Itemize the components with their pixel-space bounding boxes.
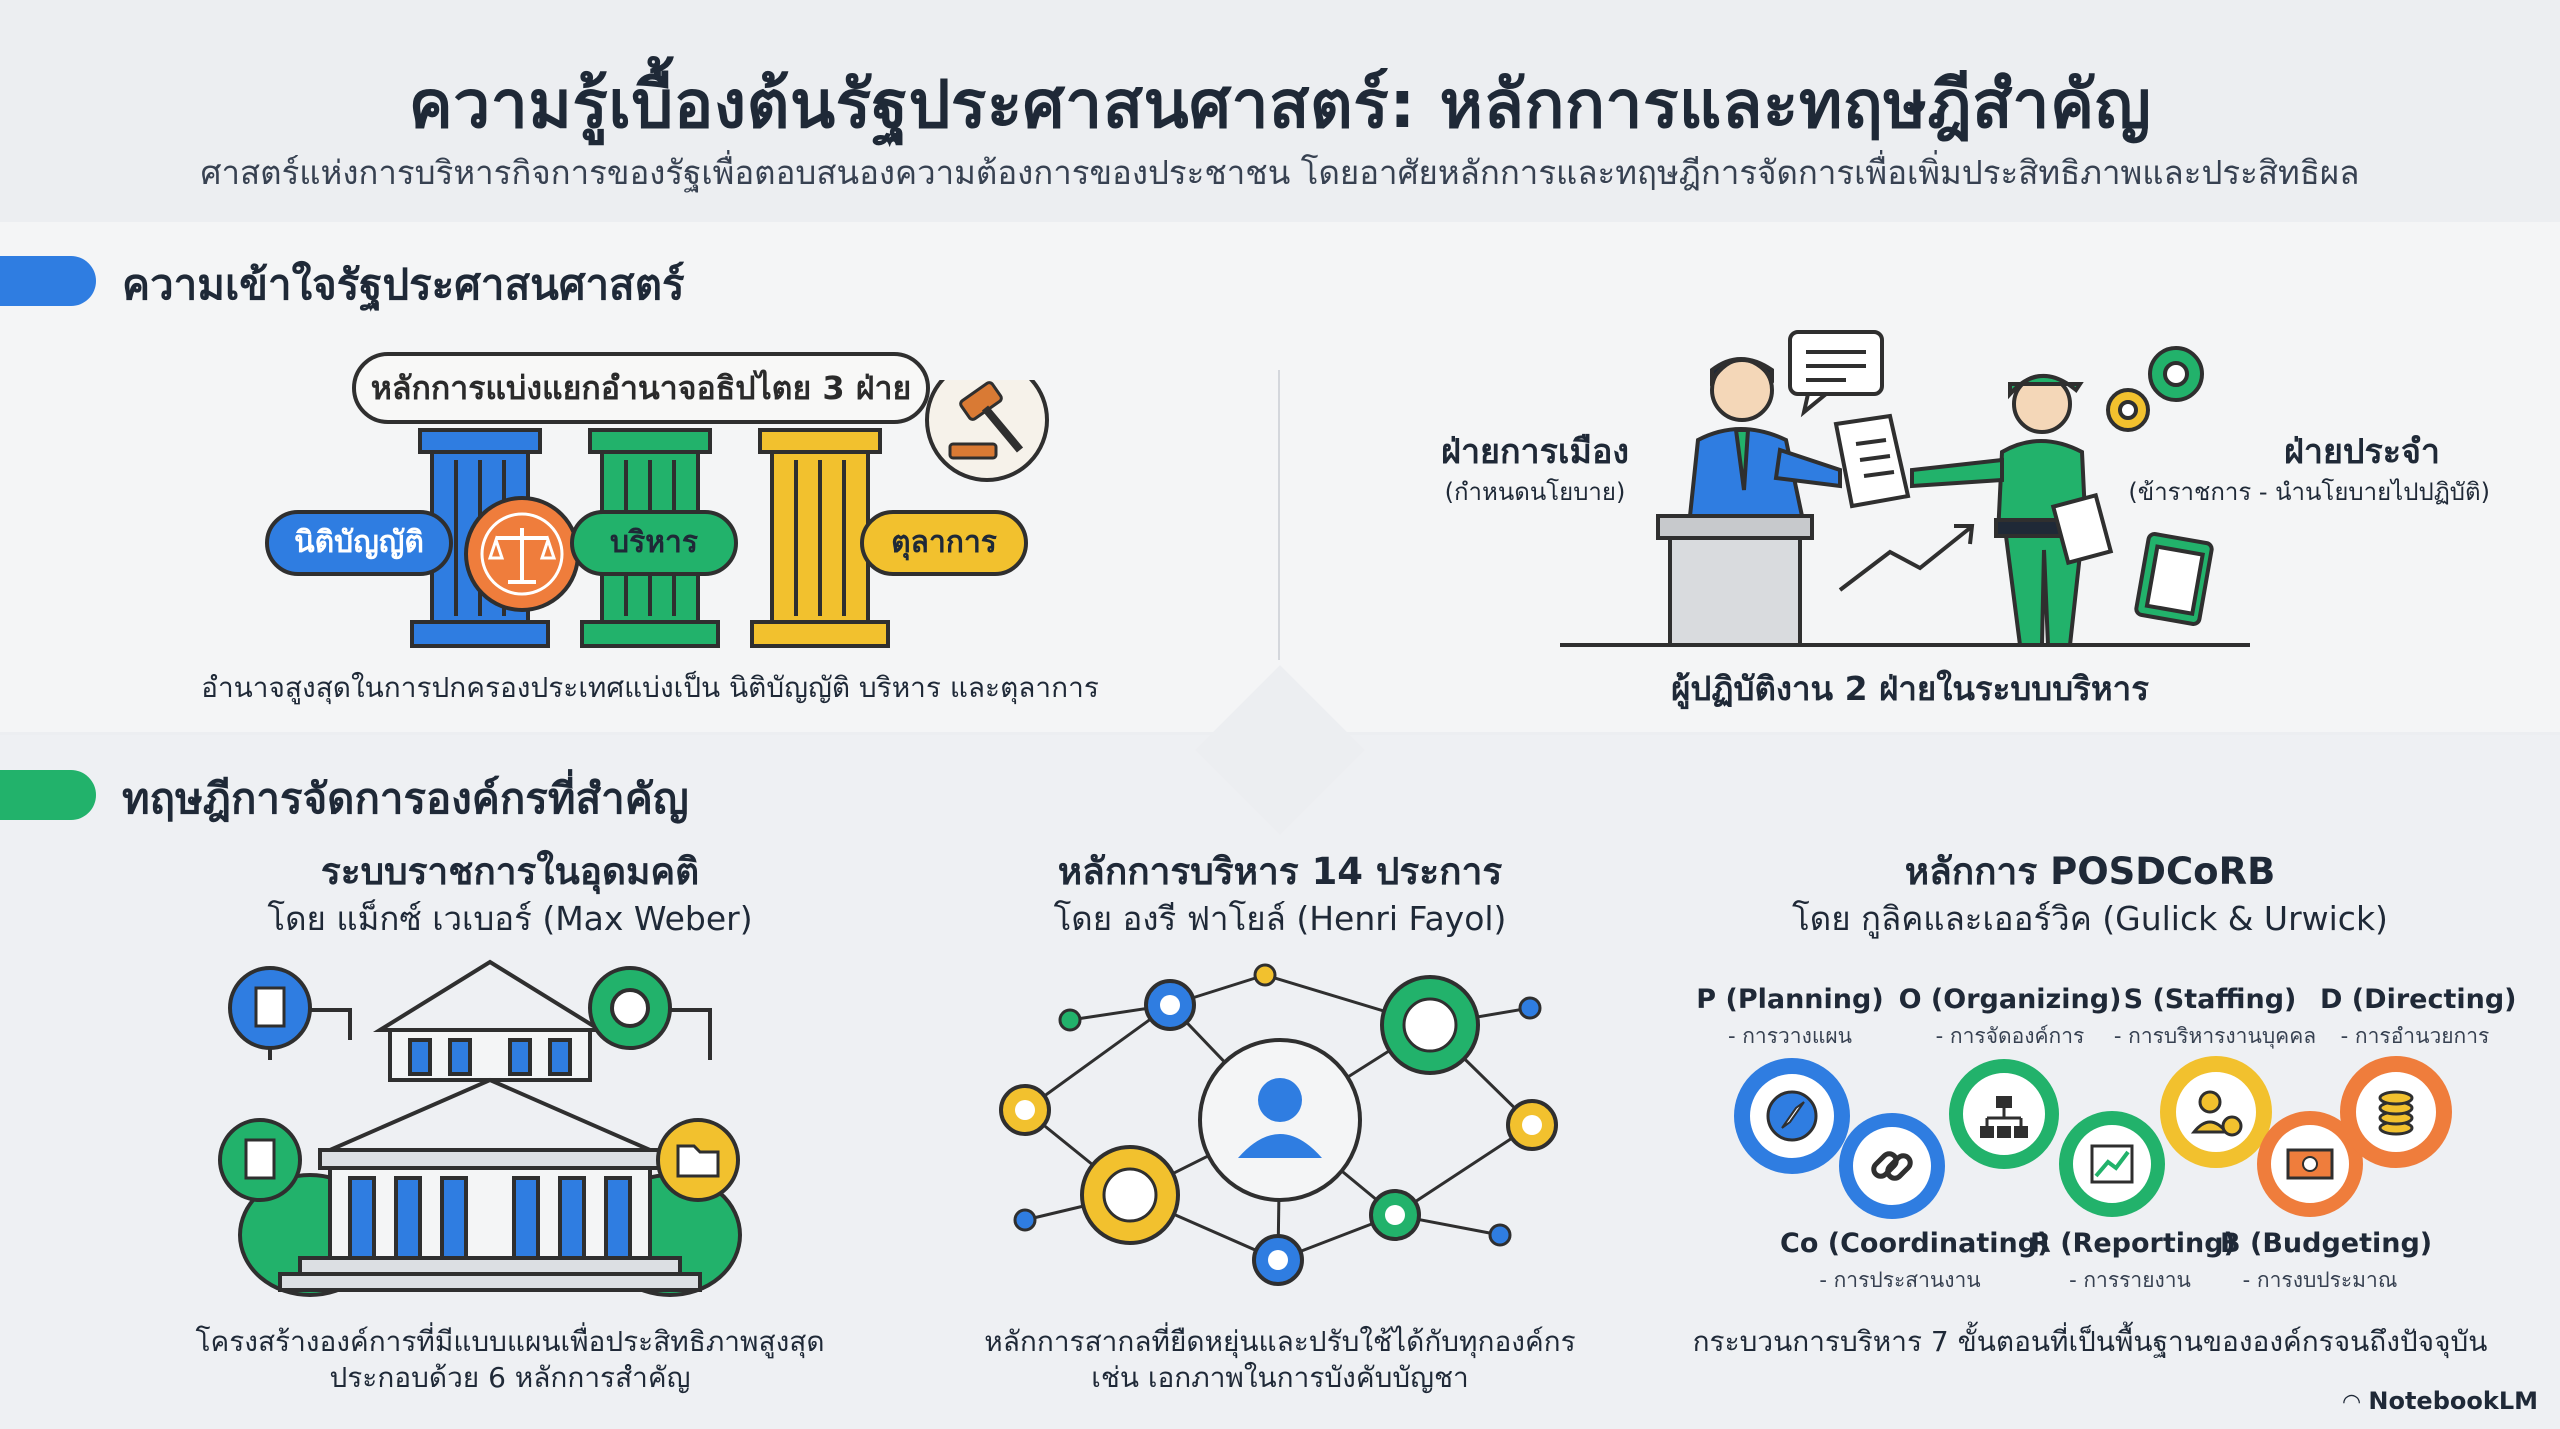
permanent-sub: (ข้าราชการ - นำนโยบายไปปฏิบัติ) bbox=[2128, 478, 2490, 506]
posdcorb-desc-s: - การบริหารงานบุคคล bbox=[2113, 1024, 2317, 1048]
posdcorb-label-p: P (Planning) bbox=[1696, 984, 1884, 1015]
fayol-title: หลักการบริหาร 14 ประการ bbox=[1057, 850, 1503, 893]
gear-icon bbox=[1380, 975, 1480, 1075]
weber-caption-1: โครงสร้างองค์การที่มีแบบแผนเพื่อประสิทธิ… bbox=[195, 1325, 825, 1358]
posdcorb-desc-r: - การรายงาน bbox=[2069, 1268, 2191, 1292]
posdcorb-title: หลักการ POSDCoRB bbox=[1904, 850, 2276, 893]
politician-figure bbox=[1687, 357, 1842, 518]
posdcorb-desc-b: - การงบประมาณ bbox=[2242, 1268, 2398, 1292]
document-icon bbox=[228, 966, 312, 1050]
page-title: ความรู้เบื้องต้นรัฐประศาสนศาสตร์: หลักกา… bbox=[408, 66, 2152, 143]
posdcorb-desc-co: - การประสานงาน bbox=[1819, 1268, 1981, 1292]
officials-illustration bbox=[1560, 330, 2250, 647]
political-title: ฝ่ายการเมือง bbox=[1441, 432, 1629, 472]
posdcorb-label-o: O (Organizing) bbox=[1898, 984, 2122, 1015]
staff-money-icon bbox=[2160, 1056, 2272, 1168]
folder-icon bbox=[656, 1118, 740, 1202]
coins-icon bbox=[2340, 1056, 2452, 1168]
fayol-subtitle: โดย องรี ฟาโยล์ (Henri Fayol) bbox=[1053, 899, 1507, 938]
speech-bubble-icon bbox=[1788, 330, 1884, 418]
section2-accent-bar bbox=[0, 770, 96, 820]
gear-icon bbox=[2106, 388, 2150, 432]
separation-banner: หลักการแบ่งแยกอำนาจอธิปไตย 3 ฝ่าย bbox=[352, 352, 930, 424]
weber-title: ระบบราชการในอุดมคติ bbox=[320, 850, 700, 893]
notebooklm-icon: ◠ bbox=[2343, 1390, 2361, 1415]
brand-logo: ◠ NotebookLM bbox=[2343, 1387, 2538, 1415]
gear-icon bbox=[588, 966, 672, 1050]
gear-icon bbox=[1080, 1145, 1180, 1245]
posdcorb-rings bbox=[1734, 1056, 2452, 1219]
bureaucracy-illustration bbox=[218, 959, 742, 1297]
section1-divider bbox=[1278, 370, 1280, 660]
executive-label: บริหาร bbox=[570, 510, 738, 576]
civil-servant-figure bbox=[1910, 374, 2114, 647]
posdcorb-label-d: D (Directing) bbox=[2320, 984, 2517, 1015]
gear-icon bbox=[999, 1084, 1051, 1136]
banknote-icon bbox=[2257, 1111, 2363, 1217]
posdcorb-caption: กระบวนการบริหาร 7 ขั้นตอนที่เป็นพื้นฐานข… bbox=[1692, 1325, 2488, 1358]
posdcorb-label-r: R (Reporting) bbox=[2030, 1228, 2236, 1259]
fayol-caption-2: เช่น เอกภาพในการบังคับบัญชา bbox=[1091, 1361, 1469, 1394]
gavel-icon bbox=[925, 380, 1049, 482]
section2-title: ทฤษฎีการจัดการองค์กรที่สำคัญ bbox=[122, 774, 689, 823]
document-icon bbox=[1833, 413, 1911, 509]
gear-icon bbox=[1252, 1234, 1304, 1286]
gear-icon bbox=[2148, 346, 2204, 402]
fayol-network-illustration bbox=[999, 963, 1558, 1286]
clipboard-icon bbox=[2134, 532, 2214, 626]
brand-label: NotebookLM bbox=[2368, 1387, 2538, 1415]
section1-title: ความเข้าใจรัฐประศาสนศาสตร์ bbox=[122, 260, 685, 309]
page-subtitle: ศาสตร์แห่งการบริหารกิจการของรัฐเพื่อตอบส… bbox=[200, 153, 2360, 192]
separation-caption: อำนาจสูงสุดในการปกครองประเทศแบ่งเป็น นิต… bbox=[201, 671, 1099, 704]
posdcorb-desc-o: - การจัดองค์การ bbox=[1935, 1024, 2085, 1048]
file-icon bbox=[218, 1118, 302, 1202]
gear-icon bbox=[1369, 1189, 1421, 1241]
legislative-label: นิติบัญญัติ bbox=[265, 510, 453, 576]
section1-accent-bar bbox=[0, 256, 96, 306]
posdcorb-desc-d: - การอำนวยการ bbox=[2340, 1024, 2490, 1048]
judicial-label: ตุลาการ bbox=[860, 510, 1028, 576]
person-icon bbox=[1238, 1078, 1322, 1158]
posdcorb-desc-p: - การวางแผน bbox=[1727, 1024, 1853, 1048]
officials-caption: ผู้ปฏิบัติงาน 2 ฝ่ายในระบบบริหาร bbox=[1671, 669, 2149, 708]
pillars-illustration bbox=[410, 380, 1049, 648]
permanent-title: ฝ่ายประจำ bbox=[2283, 432, 2440, 472]
posdcorb-label-s: S (Staffing) bbox=[2123, 984, 2297, 1015]
political-sub: (กำหนดนโยบาย) bbox=[1444, 478, 1626, 506]
posdcorb-label-co: Co (Coordinating) bbox=[1780, 1228, 2050, 1259]
scales-icon bbox=[464, 496, 580, 612]
posdcorb-subtitle: โดย กูลิคและเออร์วิค (Gulick & Urwick) bbox=[1792, 899, 2388, 938]
weber-subtitle: โดย แม็กซ์ เวเบอร์ (Max Weber) bbox=[267, 899, 753, 938]
chain-link-icon bbox=[1839, 1113, 1945, 1219]
fayol-caption-1: หลักการสากลที่ยืดหยุ่นและปรับใช้ได้กับทุ… bbox=[984, 1325, 1576, 1358]
weber-caption-2: ประกอบด้วย 6 หลักการสำคัญ bbox=[329, 1361, 691, 1394]
gear-icon bbox=[1144, 979, 1196, 1031]
org-chart-icon bbox=[1949, 1059, 2059, 1169]
posdcorb-label-b: B (Budgeting) bbox=[2220, 1228, 2433, 1259]
compass-icon bbox=[1734, 1058, 1850, 1174]
gear-icon bbox=[1506, 1099, 1558, 1151]
trend-chart-icon bbox=[2059, 1111, 2165, 1217]
